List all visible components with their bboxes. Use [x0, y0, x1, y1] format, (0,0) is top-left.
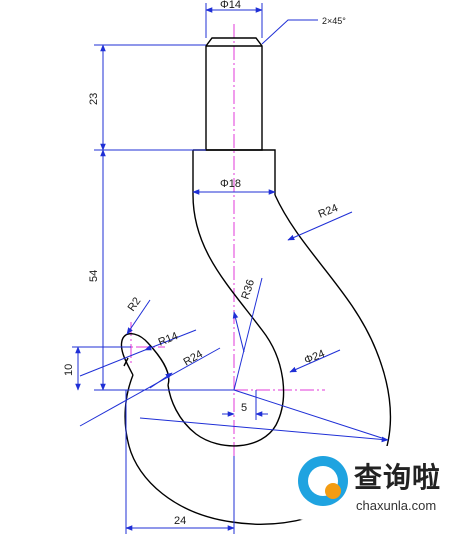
logo-inner-ring	[308, 466, 341, 499]
outer-radius-leader	[287, 211, 353, 241]
dimension-lines	[72, 3, 389, 534]
watermark-title: 查询啦	[354, 461, 442, 494]
bore-diameter-label: Φ24	[303, 348, 327, 367]
neck-outline	[192, 149, 276, 195]
shaft-length-label: 23	[88, 93, 100, 105]
chamfer-label: 2×45°	[322, 16, 346, 26]
bore-leader	[289, 349, 341, 373]
shaft-diameter-label: Φ14	[220, 0, 241, 11]
tip-radius-leader	[126, 299, 151, 335]
bore-diagonal	[139, 417, 389, 443]
tip-inner-radius-arrow	[149, 372, 173, 389]
watermark-url: chaxunla.com	[356, 498, 437, 513]
centerlines	[114, 24, 325, 456]
body-left-curve	[167, 194, 285, 447]
body-height-label: 54	[88, 270, 100, 282]
bore-diagonal-2	[233, 389, 389, 441]
tip-mark	[123, 357, 129, 367]
watermark: 查询啦 chaxunla.com	[292, 446, 460, 520]
logo-center-dot	[325, 483, 341, 499]
hook-tip	[120, 332, 170, 386]
tip-inner-radius-label: R24	[182, 348, 205, 368]
neck-diameter-label: Φ18	[220, 178, 241, 190]
center-offset-label: 5	[241, 402, 247, 414]
tip-radius-label: R2	[126, 295, 144, 313]
magnifier-logo-icon	[298, 456, 348, 506]
inner-radius-label: R36	[239, 278, 257, 301]
inner-radius-leader	[233, 277, 263, 391]
inner-radius-arrow	[232, 311, 245, 353]
tip-arc-leader-2	[79, 349, 146, 377]
tip-arc-radius-label: R14	[157, 330, 180, 349]
chamfer-leader	[261, 19, 318, 45]
outer-radius-label: R24	[317, 202, 340, 221]
tip-inner-radius-leader	[79, 347, 221, 427]
tip-width-label: 24	[174, 515, 186, 527]
tip-arc-leader	[144, 329, 197, 351]
tip-offset-label: 10	[63, 364, 75, 376]
